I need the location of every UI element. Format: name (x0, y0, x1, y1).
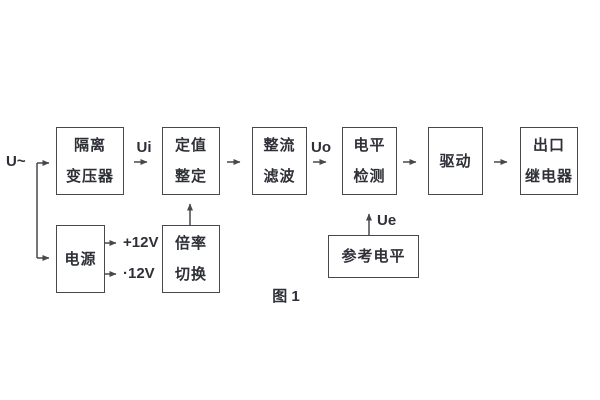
block-label-line: 隔离 (73, 137, 106, 154)
block-label-line: 电源 (64, 250, 97, 268)
block-label-line: 出口 (532, 137, 565, 154)
block-label-line: 驱动 (439, 152, 472, 170)
signal-label-minus12v: ·12V (123, 265, 155, 282)
block-label-line: 变压器 (65, 168, 114, 185)
signal-label-ui: Ui (136, 139, 152, 156)
signal-label-input-u: U~ (6, 153, 26, 170)
block-output-relay: 出口 继电器 (520, 127, 578, 195)
block-value-setting: 定值 整定 (162, 127, 220, 195)
block-label-line: 定值 (174, 137, 207, 154)
block-label-line: 电平 (353, 137, 386, 154)
block-ratio-switching: 倍率 切换 (162, 225, 220, 293)
block-driver: 驱动 (428, 127, 483, 195)
block-label-line: 继电器 (524, 168, 573, 185)
block-label-line: 倍率 (174, 235, 207, 252)
block-rectifier-filter: 整流 滤波 (252, 127, 307, 195)
block-label-line: 整定 (174, 168, 207, 185)
block-label-line: 切换 (174, 266, 207, 283)
signal-label-uo: Uo (311, 139, 331, 156)
signal-label-ue: Ue (377, 212, 397, 229)
block-power-supply: 电源 (56, 225, 105, 293)
signal-label-plus12v: +12V (123, 234, 159, 251)
block-isolation-transformer: 隔离 变压器 (56, 127, 124, 195)
block-label-line: 参考电平 (341, 248, 406, 265)
block-level-detection: 电平 检测 (342, 127, 397, 195)
block-label-line: 检测 (353, 168, 386, 185)
block-label-line: 滤波 (263, 168, 296, 185)
block-reference-level: 参考电平 (328, 235, 419, 278)
figure-caption: 图 1 (272, 288, 300, 305)
block-label-line: 整流 (263, 137, 296, 154)
